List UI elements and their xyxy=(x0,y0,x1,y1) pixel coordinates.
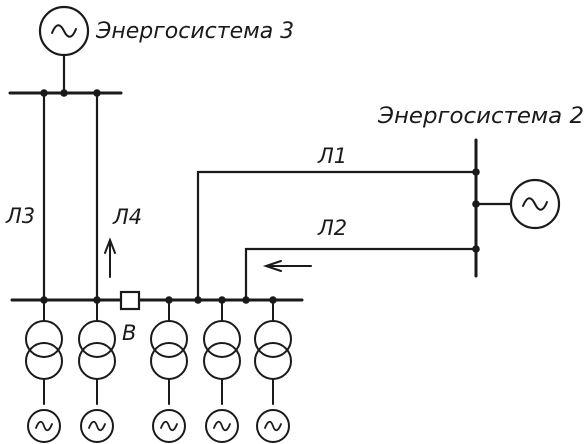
transformer-icon xyxy=(254,320,292,358)
generator-icon xyxy=(80,409,114,443)
label-line-l1: Л1 xyxy=(317,144,347,168)
transformer-icon xyxy=(150,320,188,358)
generator-icon xyxy=(256,409,290,443)
generator-icon-system2 xyxy=(509,178,561,230)
transformer-icon xyxy=(25,320,63,358)
junction-dots xyxy=(40,89,480,304)
line-l2 xyxy=(244,247,478,302)
breaker-icon xyxy=(119,290,141,311)
arrow-icon-l2 xyxy=(262,260,312,272)
line-l1 xyxy=(196,170,478,302)
generator-icon-system3 xyxy=(38,5,90,57)
label-breaker: В xyxy=(122,321,136,345)
transformer-unit-1 xyxy=(25,299,63,443)
label-system2: Энергосистема 2 xyxy=(377,104,584,129)
label-system3: Энергосистема 3 xyxy=(95,19,294,44)
generator-icon xyxy=(27,409,61,443)
arrow-icon-l4 xyxy=(104,237,116,278)
transformer-unit-2 xyxy=(78,299,116,443)
generator-icon xyxy=(152,409,186,443)
transformer-unit-3 xyxy=(150,299,188,443)
transformer-icon xyxy=(203,320,241,358)
transformer-icon xyxy=(78,320,116,358)
label-line-l2: Л2 xyxy=(317,216,347,240)
transformer-unit-4 xyxy=(203,299,241,443)
transformer-unit-5 xyxy=(254,299,292,443)
label-line-l3: Л3 xyxy=(5,204,35,228)
label-line-l4: Л4 xyxy=(112,205,142,229)
generator-icon xyxy=(205,409,239,443)
